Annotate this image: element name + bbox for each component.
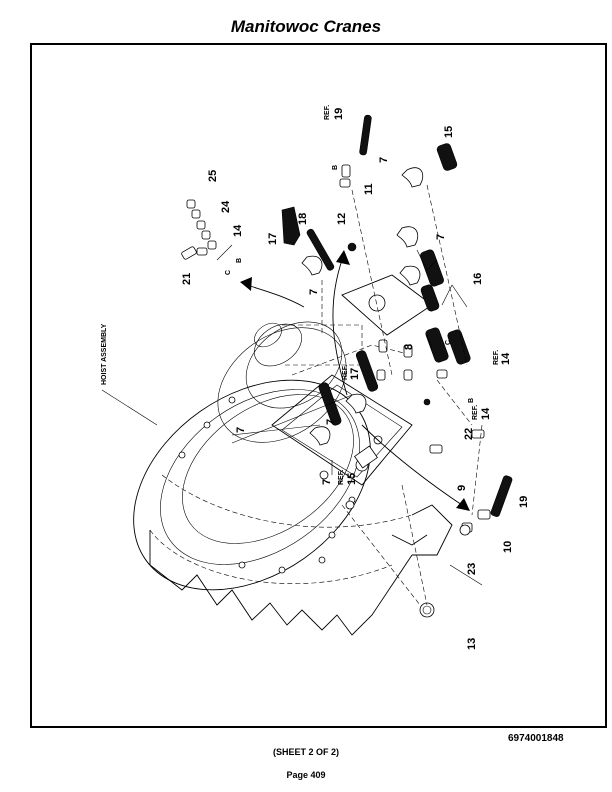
callout-7: 7 (435, 234, 447, 240)
exploded-parts-diagram: 25 24 14 21 17 18 12 REF. 19 11 7 15 7 7… (101, 105, 530, 650)
callout-21: 21 (181, 273, 193, 285)
port-label-c: C (445, 340, 452, 345)
callout-9: 9 (456, 485, 468, 491)
port-label-c: C (225, 270, 232, 275)
motor-valve-block (271, 274, 433, 510)
callout-15-ref: 15 (346, 473, 358, 485)
callout-25: 25 (207, 170, 219, 182)
port-label-b: B (468, 398, 475, 403)
callout-19: 19 (333, 108, 345, 120)
ref-label-14: REF. (493, 350, 500, 365)
callouts: 25 24 14 21 17 18 12 REF. 19 11 7 15 7 7… (101, 105, 530, 650)
callout-12: 12 (336, 213, 348, 225)
callout-24: 24 (220, 200, 232, 213)
page-title: Manitowoc Cranes (230, 17, 382, 36)
callout-14: 14 (232, 224, 244, 237)
callout-7: 7 (325, 419, 337, 425)
callout-22: 22 (463, 428, 475, 440)
callout-10: 10 (502, 541, 514, 553)
port-label-b: B (236, 258, 243, 263)
callout-15: 15 (443, 126, 455, 138)
ref-label-15: REF. (338, 470, 345, 485)
callout-11: 11 (363, 183, 375, 195)
callout-7: 7 (378, 157, 390, 163)
sheet-indicator: (SHEET 2 OF 2) (272, 747, 339, 757)
callout-13: 13 (466, 638, 478, 650)
callout-14-ref: 14 (500, 352, 512, 365)
callout-23: 23 (466, 563, 478, 575)
hoist-assembly-label: HOIST ASSEMBLY (101, 323, 108, 385)
ref-label-14b: REF. (472, 405, 479, 420)
ref-label-17: REF. (342, 365, 349, 380)
callout-7: 7 (321, 479, 333, 485)
callout-19: 19 (518, 496, 530, 508)
callout-7: 7 (308, 289, 320, 295)
fittings (181, 164, 491, 618)
flow-arrows (240, 250, 470, 511)
ref-label-19: REF. (324, 105, 331, 120)
callout-8: 8 (403, 344, 415, 350)
callout-18: 18 (297, 213, 309, 225)
leader-lines (101, 184, 483, 606)
hoist-housing (133, 321, 453, 636)
callout-17: 17 (267, 233, 279, 245)
callout-14-ref2: 14 (480, 407, 492, 420)
callout-7: 7 (235, 427, 247, 433)
port-label-b: B (332, 165, 339, 170)
page-number: Page 409 (286, 770, 326, 780)
callout-17-ref: 17 (349, 368, 361, 380)
callout-16: 16 (472, 273, 484, 285)
document-number: 6974001848 (508, 733, 564, 744)
drawing-frame: 25 24 14 21 17 18 12 REF. 19 11 7 15 7 7… (30, 43, 607, 728)
